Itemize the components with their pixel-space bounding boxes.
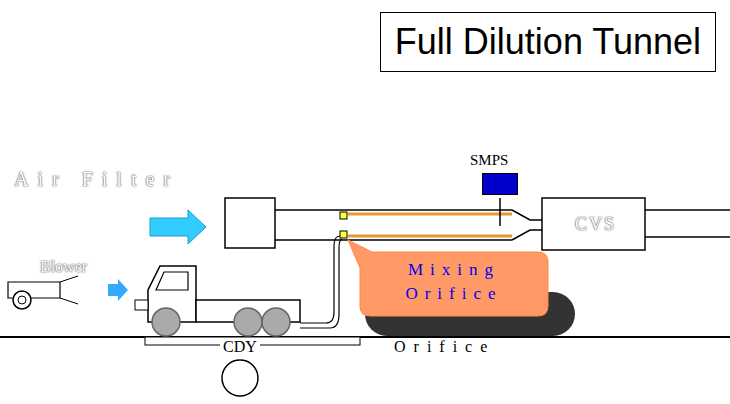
dynamometer-roller: CDY <box>210 338 270 398</box>
air-filter-label: Air Filter <box>14 168 179 191</box>
orifice-shadow-label: Orifice <box>392 338 497 356</box>
smps-instrument <box>482 173 518 195</box>
node-text: Mixing Orifice <box>362 254 546 310</box>
cvs-box: CVS <box>542 198 649 250</box>
node-text: SMPS <box>470 152 538 169</box>
node-text: CDY <box>220 338 260 356</box>
orifice-callout: Mixing Orifice <box>362 254 546 310</box>
title-box: Full Dilution Tunnel <box>380 12 716 72</box>
roller-outline <box>222 360 258 396</box>
blower-label: Blower <box>40 258 87 276</box>
roller-circle <box>210 356 270 398</box>
node-text: CVS <box>542 198 649 250</box>
title-text: Full Dilution Tunnel <box>395 19 701 65</box>
smps-box: SMPS <box>470 152 538 195</box>
